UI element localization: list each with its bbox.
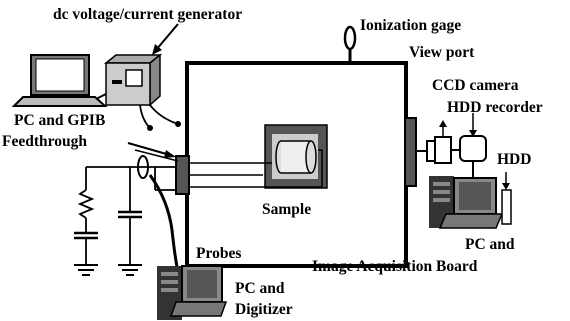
generator-box-icon [103, 53, 163, 107]
current-probe-icon [137, 155, 149, 179]
ccd-camera-icon [426, 136, 452, 164]
hdd-drive [501, 189, 512, 225]
digitizer-pc-icon [157, 265, 228, 320]
ionization-gage-label: Ionization gage [360, 17, 462, 34]
feedthrough-label: Feedthrough [2, 133, 87, 150]
pc-and-label-2: PC and [235, 280, 285, 297]
feedthrough-arrow [127, 142, 171, 156]
internal-leads [185, 149, 323, 188]
hdd-recorder-icon [459, 135, 487, 162]
digitizer-label: Digitizer [235, 301, 293, 318]
probes-label: Probes [196, 245, 242, 262]
desktop-pc-icon [429, 176, 504, 229]
feedthrough [175, 155, 190, 195]
pc-and-label-1: PC and [465, 236, 515, 253]
ccd-camera-label: CCD camera [432, 77, 519, 94]
view-port [404, 117, 417, 187]
view-port-label: View port [409, 44, 475, 61]
capacitor-icon [74, 210, 142, 240]
ground-icon [74, 264, 142, 276]
ionization-gage-icon [343, 25, 357, 63]
laptop-icon [11, 54, 108, 107]
hdd-label: HDD [497, 151, 532, 168]
sample-label: Sample [262, 201, 312, 218]
external-circuit [77, 166, 176, 265]
sample-holder [264, 124, 328, 189]
pc-gpib-label: PC and GPIB [14, 112, 106, 129]
generator-label: dc voltage/current generator [53, 6, 243, 23]
generator-leads [139, 104, 179, 129]
hdd-recorder-label: HDD recorder [447, 99, 543, 116]
image-acquisition-board-label: Image Acquisition Board [312, 258, 478, 275]
probe-cable [148, 174, 180, 273]
generator-arrow [155, 23, 179, 51]
